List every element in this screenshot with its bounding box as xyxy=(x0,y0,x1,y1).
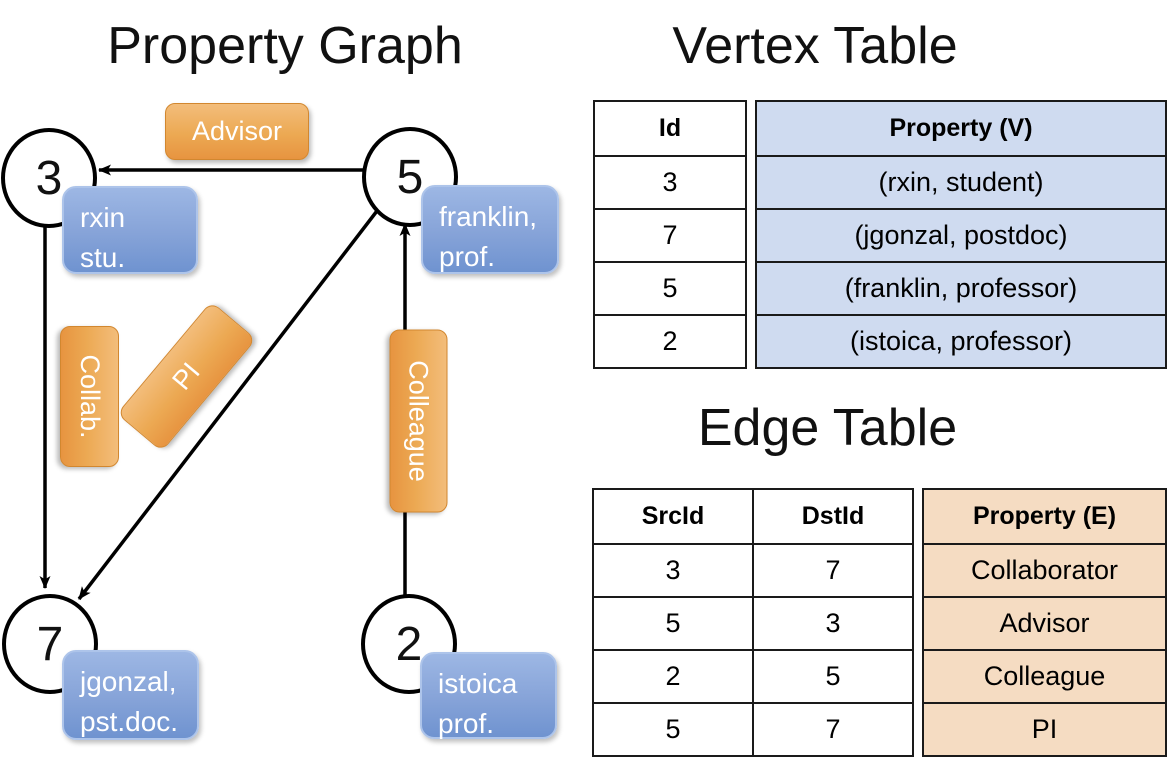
table-cell: 2 xyxy=(592,649,754,704)
vertex-box-franklin: franklin, prof. xyxy=(421,185,559,274)
table-cell: Collaborator xyxy=(922,543,1167,598)
edge-table-header-srcid: SrcId xyxy=(592,488,754,545)
edge-table-id-columns: SrcId DstId 3 7 5 3 2 5 5 7 xyxy=(592,488,914,757)
vertex-box-jgonzal-line1: jgonzal, xyxy=(80,666,177,697)
vertex-box-jgonzal: jgonzal, pst.doc. xyxy=(62,650,199,740)
node-5-id: 5 xyxy=(396,150,424,204)
table-cell: (jgonzal, postdoc) xyxy=(755,208,1167,263)
edge-table-title: Edge Table xyxy=(697,399,958,457)
edge-table-header-property: Property (E) xyxy=(922,488,1167,545)
vertex-box-rxin-line2: stu. xyxy=(80,241,126,273)
graph-node-3: 3 xyxy=(1,128,97,228)
table-cell: 7 xyxy=(593,208,747,263)
table-cell: Colleague xyxy=(922,649,1167,704)
vertex-table-property-column: Property (V) (rxin, student) (jgonzal, p… xyxy=(755,100,1167,369)
table-cell: 5 xyxy=(592,702,754,757)
table-cell: 5 xyxy=(592,596,754,651)
vertex-table-header-id: Id xyxy=(593,100,747,157)
table-cell: (istoica, professor) xyxy=(755,314,1167,369)
vertex-table-id-column: Id 3 7 5 2 xyxy=(593,100,747,369)
edge-label-advisor: Advisor xyxy=(165,103,309,160)
node-7-id: 7 xyxy=(36,617,64,671)
edge-table-property-column: Property (E) Collaborator Advisor Collea… xyxy=(922,488,1167,757)
vertex-box-rxin-line1: rxin xyxy=(80,202,126,233)
edge-label-pi-text: PI xyxy=(166,356,206,396)
vertex-box-jgonzal-line2: pst.doc. xyxy=(80,705,179,737)
node-2-id: 2 xyxy=(395,617,423,671)
table-cell: Advisor xyxy=(922,596,1167,651)
edge-label-advisor-text: Advisor xyxy=(191,116,283,146)
table-cell: PI xyxy=(922,702,1167,757)
table-cell: (franklin, professor) xyxy=(755,261,1167,316)
vertex-box-franklin-line2: prof. xyxy=(439,240,496,272)
vertex-box-rxin: rxin stu. xyxy=(62,186,198,274)
table-cell: (rxin, student) xyxy=(755,155,1167,210)
table-cell: 5 xyxy=(752,649,914,704)
edge-label-collab: Collab. xyxy=(60,326,119,467)
vertex-box-franklin-line1: franklin, xyxy=(439,201,538,232)
vertex-table-header-property: Property (V) xyxy=(755,100,1167,157)
table-cell: 5 xyxy=(593,261,747,316)
vertex-box-istoica: istoica prof. xyxy=(420,652,557,739)
edge-label-collab-text: Collab. xyxy=(75,354,105,439)
table-cell: 3 xyxy=(592,543,754,598)
edge-label-colleague-text: Colleague xyxy=(404,360,434,482)
table-cell: 3 xyxy=(752,596,914,651)
table-cell: 7 xyxy=(752,543,914,598)
edge-5-to-7 xyxy=(77,205,382,601)
table-cell: 3 xyxy=(593,155,747,210)
vertex-box-istoica-line1: istoica xyxy=(438,668,518,699)
vertex-table-title: Vertex Table xyxy=(672,17,958,75)
table-cell: 2 xyxy=(593,314,747,369)
node-3-id: 3 xyxy=(35,151,63,205)
edge-label-colleague: Colleague xyxy=(389,329,448,513)
table-cell: 7 xyxy=(752,702,914,757)
vertex-box-istoica-line2: prof. xyxy=(438,707,495,739)
property-graph-title: Property Graph xyxy=(107,17,463,75)
edge-table-header-dstid: DstId xyxy=(752,488,914,545)
